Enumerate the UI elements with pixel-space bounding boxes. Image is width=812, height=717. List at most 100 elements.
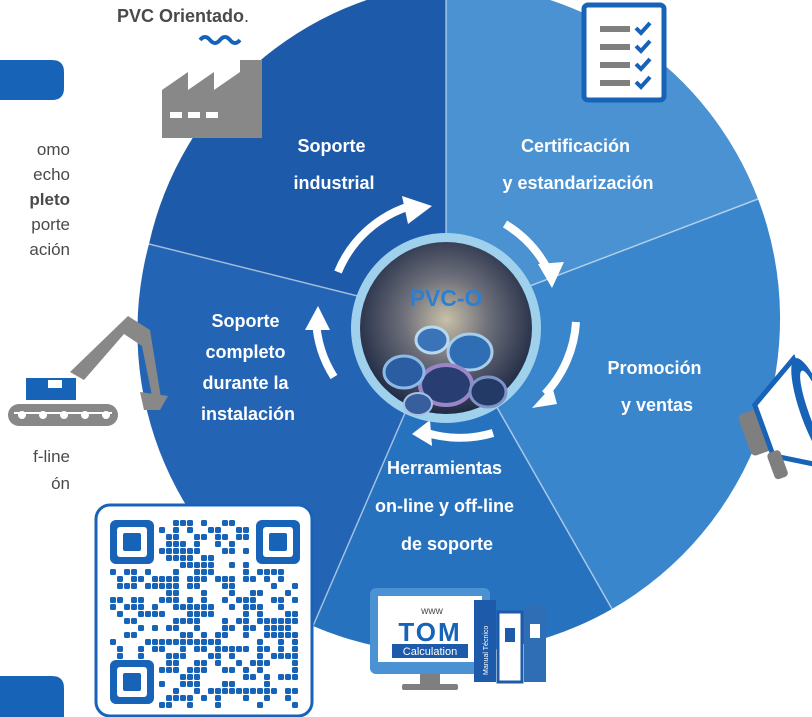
qr-module [187, 527, 193, 533]
qr-module [173, 583, 179, 589]
qr-module [173, 667, 179, 673]
qr-module [271, 688, 277, 694]
qr-module [180, 555, 186, 561]
qr-module [173, 695, 179, 701]
qr-module [236, 527, 242, 533]
qr-module [243, 695, 249, 701]
arrow-top [334, 202, 412, 274]
qr-module [264, 660, 270, 666]
qr-module [222, 646, 228, 652]
qr-module [180, 681, 186, 687]
arrowhead [532, 386, 557, 408]
tom-brand: TOM [398, 617, 461, 647]
qr-module [124, 604, 130, 610]
qr-module [257, 667, 263, 673]
qr-module [264, 618, 270, 624]
tom-calculation-icon: www TOM Calculation Manual Técnico [370, 588, 546, 690]
segment-label-installation: Soporte completo durante la instalación [201, 311, 295, 424]
left-text-line: omo [36, 140, 70, 159]
qr-module [278, 653, 284, 659]
qr-module [180, 632, 186, 638]
qr-module [215, 639, 221, 645]
qr-module [124, 569, 130, 575]
left-text-line: echo [33, 165, 70, 184]
qr-module [173, 541, 179, 547]
qr-module [278, 639, 284, 645]
qr-module [173, 597, 179, 603]
qr-module [194, 646, 200, 652]
qr-module [243, 646, 249, 652]
qr-module [222, 548, 228, 554]
qr-code [94, 503, 314, 717]
qr-module [173, 569, 179, 575]
qr-module [257, 569, 263, 575]
qr-module [229, 590, 235, 596]
qr-module [278, 632, 284, 638]
header-title: PVC Orientado. [117, 6, 249, 27]
segment-label-industrial: Soporte industrial [293, 136, 374, 193]
center-pipes: PVC-O [351, 233, 541, 423]
qr-module [166, 597, 172, 603]
qr-module [222, 681, 228, 687]
qr-module [215, 653, 221, 659]
qr-module [201, 646, 207, 652]
qr-module [243, 688, 249, 694]
qr-module [187, 667, 193, 673]
qr-module [131, 576, 137, 582]
qr-module [264, 681, 270, 687]
qr-module [159, 583, 165, 589]
qr-module [229, 646, 235, 652]
qr-module [215, 702, 221, 708]
qr-module [243, 674, 249, 680]
qr-module [138, 597, 144, 603]
qr-module [257, 702, 263, 708]
qr-module [187, 583, 193, 589]
qr-module [250, 660, 256, 666]
left-text-line: ón [51, 474, 70, 493]
qr-module [173, 534, 179, 540]
qr-module [201, 660, 207, 666]
qr-module [236, 688, 242, 694]
qr-module [243, 618, 249, 624]
qr-module [208, 555, 214, 561]
qr-module [222, 597, 228, 603]
qr-module [257, 604, 263, 610]
qr-module [201, 604, 207, 610]
qr-module [187, 618, 193, 624]
qr-module [285, 688, 291, 694]
qr-module [208, 639, 214, 645]
qr-module [257, 590, 263, 596]
qr-module [173, 555, 179, 561]
qr-module [264, 695, 270, 701]
qr-module [257, 618, 263, 624]
qr-module [201, 667, 207, 673]
qr-module [124, 583, 130, 589]
qr-module [208, 611, 214, 617]
qr-module [152, 625, 158, 631]
qr-module [250, 576, 256, 582]
factory-icon [162, 35, 262, 138]
qr-module [285, 653, 291, 659]
tom-sub: Calculation [403, 646, 457, 658]
qr-module [159, 681, 165, 687]
qr-module [187, 555, 193, 561]
qr-module [292, 688, 298, 694]
qr-module [138, 653, 144, 659]
qr-module [173, 590, 179, 596]
qr-module [117, 583, 123, 589]
qr-module [215, 660, 221, 666]
qr-module [243, 597, 249, 603]
qr-module [187, 611, 193, 617]
qr-module [110, 639, 116, 645]
qr-module [194, 534, 200, 540]
qr-module [152, 604, 158, 610]
qr-module [285, 632, 291, 638]
qr-module [278, 646, 284, 652]
qr-module [131, 604, 137, 610]
qr-module [215, 695, 221, 701]
qr-module [180, 674, 186, 680]
qr-module [131, 583, 137, 589]
qr-module [131, 597, 137, 603]
qr-module [257, 646, 263, 652]
